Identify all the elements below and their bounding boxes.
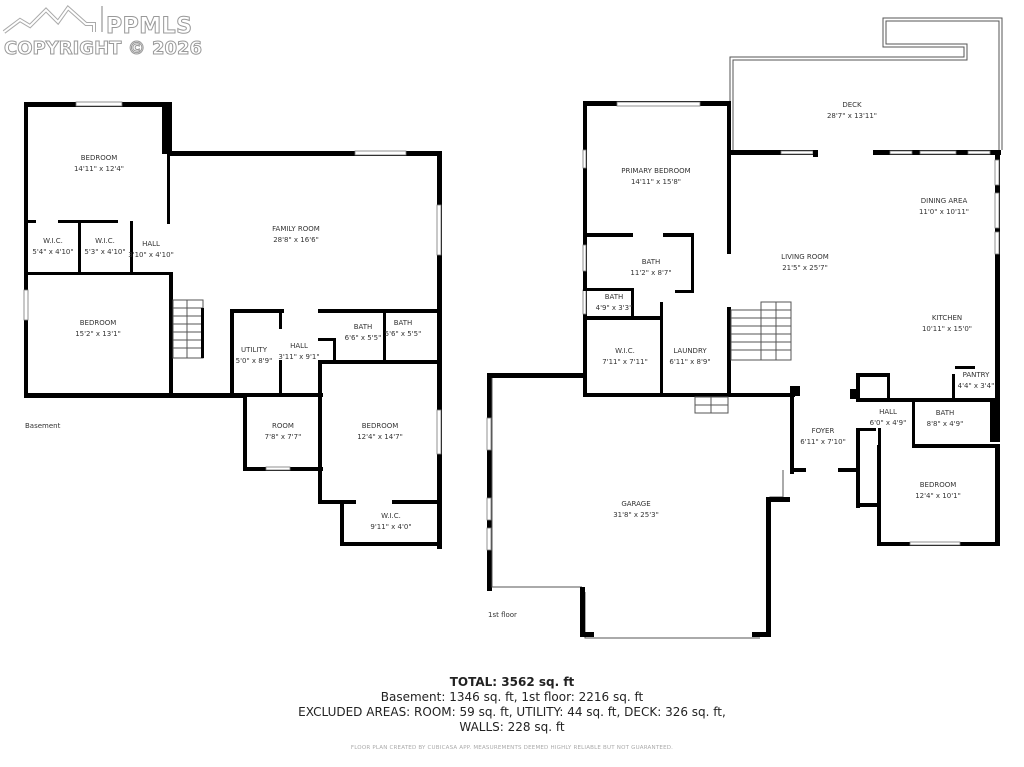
room-label-utility: UTILITY 5'0" x 8'9" [236, 345, 273, 367]
room-name: DINING AREA [920, 197, 968, 205]
room-name: HALL [879, 408, 897, 416]
room-size: 4'9" x 3'3" [595, 304, 633, 312]
excluded-areas: EXCLUDED AREAS: ROOM: 59 sq. ft, UTILITY… [298, 705, 726, 719]
room-label-bedroom: BEDROOM 14'11" x 12'4" [74, 153, 124, 175]
room-label-living-room: LIVING ROOM 21'5" x 25'7" [781, 252, 829, 274]
room-label-primary-bedroom: PRIMARY BEDROOM 14'11" x 15'8" [621, 166, 690, 188]
room-size: 11'2" x 8'7" [630, 269, 672, 277]
floor-label-basement: Basement [25, 422, 61, 430]
room-label-dining-area: DINING AREA 11'0" x 10'11" [919, 196, 969, 218]
room-name: BATH [935, 409, 955, 417]
room-size: 28'8" x 16'6" [273, 236, 319, 244]
room-size: 5'0" x 8'9" [235, 357, 273, 365]
room-name: BEDROOM [80, 154, 118, 162]
room-size: 9'11" x 4'0" [370, 523, 412, 531]
room-name: HALL [142, 240, 160, 248]
room-name: W.I.C. [381, 512, 401, 520]
room-label-wic: W.I.C. 5'4" x 4'10" [32, 236, 73, 258]
room-name: W.I.C. [95, 237, 115, 245]
room-size: 6'6" x 5'5" [344, 334, 382, 342]
disclaimer: FLOOR PLAN CREATED BY CUBICASA APP. MEAS… [350, 745, 674, 751]
room-name: BEDROOM [919, 481, 957, 489]
room-name: BATH [353, 323, 373, 331]
room-label-bedroom: BEDROOM 12'4" x 10'1" [915, 480, 961, 502]
room-size: 14'11" x 12'4" [73, 165, 125, 173]
floor-areas: Basement: 1346 sq. ft, 1st floor: 2216 s… [380, 690, 644, 704]
walls-area: WALLS: 228 sq. ft [459, 720, 565, 734]
room-label-bath: BATH 11'2" x 8'7" [630, 257, 671, 279]
room-name: DECK [842, 101, 862, 109]
room-label-wic: W.I.C. 5'3" x 4'10" [84, 236, 125, 258]
room-label-laundry: LAUNDRY 6'11" x 8'9" [669, 346, 710, 368]
room-label-room: ROOM 7'8" x 7'7" [265, 421, 302, 443]
room-size: 21'5" x 25'7" [782, 264, 828, 272]
first-floor-plan [486, 17, 1003, 639]
room-label-bedroom: BEDROOM 15'2" x 13'1" [75, 318, 121, 340]
room-label-wic: W.I.C. 9'11" x 4'0" [370, 511, 411, 533]
room-label-bedroom: BEDROOM 12'4" x 14'7" [357, 421, 403, 443]
room-size: 6'11" x 8'9" [669, 358, 711, 366]
room-label-foyer: FOYER 6'11" x 7'10" [800, 426, 846, 448]
room-size: 7'11" x 7'11" [602, 358, 648, 366]
room-name: LAUNDRY [673, 347, 707, 355]
room-name: ROOM [272, 422, 294, 430]
room-name: BATH [641, 258, 661, 266]
room-label-garage: GARAGE 31'8" x 25'3" [613, 499, 659, 521]
room-size: 28'7" x 13'11" [826, 112, 878, 120]
room-name: PRIMARY BEDROOM [621, 167, 691, 175]
room-name: W.I.C. [615, 347, 635, 355]
room-name: KITCHEN [931, 314, 963, 322]
room-size: 7'8" x 7'7" [264, 433, 302, 441]
room-size: 4'4" x 3'4" [957, 382, 995, 390]
mountain-logo-icon [2, 5, 103, 34]
room-size: 31'8" x 25'3" [613, 511, 659, 519]
total-area: TOTAL: 3562 sq. ft [449, 675, 575, 689]
room-label-deck: DECK 28'7" x 13'11" [827, 100, 877, 122]
room-size: 12'4" x 10'1" [915, 492, 961, 500]
room-size: 3'11" x 9'1" [278, 353, 320, 361]
room-name: BATH [393, 319, 413, 327]
ppmls-watermark: PPMLS COPYRIGHT © 2026 [2, 2, 212, 60]
brand-name: PPMLS [106, 14, 193, 40]
room-size: 11'0" x 10'11" [918, 208, 970, 216]
room-name: BEDROOM [79, 319, 117, 327]
room-name: GARAGE [621, 500, 651, 508]
room-name: W.I.C. [43, 237, 63, 245]
room-size: 5'6" x 5'5" [384, 330, 422, 338]
room-size: 6'0" x 4'9" [869, 419, 907, 427]
room-size: 15'2" x 13'1" [75, 330, 121, 338]
copyright-text: COPYRIGHT © 2026 [3, 38, 203, 60]
room-name: BATH [604, 293, 624, 301]
room-label-bath: BATH 4'9" x 3'3" [596, 292, 633, 314]
room-label-hall: HALL 3'11" x 9'1" [278, 341, 319, 363]
room-name: FOYER [811, 427, 835, 435]
room-size: 14'11" x 15'8" [630, 178, 682, 186]
room-name: HALL [290, 342, 308, 350]
room-size: 8'8" x 4'9" [926, 420, 964, 428]
room-label-bath: BATH 5'6" x 5'5" [385, 318, 422, 340]
room-label-kitchen: KITCHEN 10'11" x 15'0" [922, 313, 972, 335]
room-name: LIVING ROOM [781, 253, 829, 261]
room-name: FAMILY ROOM [272, 225, 320, 233]
room-label-bath: BATH 6'6" x 5'5" [345, 322, 382, 344]
room-name: BEDROOM [361, 422, 399, 430]
room-label-family-room: FAMILY ROOM 28'8" x 16'6" [272, 224, 320, 246]
room-size: 5'3" x 4'10" [84, 248, 126, 256]
room-label-bath: BATH 8'8" x 4'9" [927, 408, 964, 430]
room-label-hall: HALL 6'0" x 4'9" [870, 407, 907, 429]
room-size: 10'11" x 15'0" [921, 325, 973, 333]
floor-label-1st-floor: 1st floor [488, 611, 517, 619]
room-size: 5'4" x 4'10" [32, 248, 74, 256]
room-name: PANTRY [962, 371, 990, 379]
room-size: 3'10" x 4'10" [128, 251, 174, 259]
room-label-pantry: PANTRY 4'4" x 3'4" [958, 370, 995, 392]
room-label-wic: W.I.C. 7'11" x 7'11" [602, 346, 648, 368]
room-size: 12'4" x 14'7" [357, 433, 403, 441]
room-label-hall: HALL 3'10" x 4'10" [128, 239, 174, 261]
room-size: 6'11" x 7'10" [800, 438, 846, 446]
basement-plan [23, 101, 442, 549]
room-name: UTILITY [241, 346, 267, 354]
area-summary: TOTAL: 3562 sq. ft Basement: 1346 sq. ft… [0, 675, 1024, 751]
